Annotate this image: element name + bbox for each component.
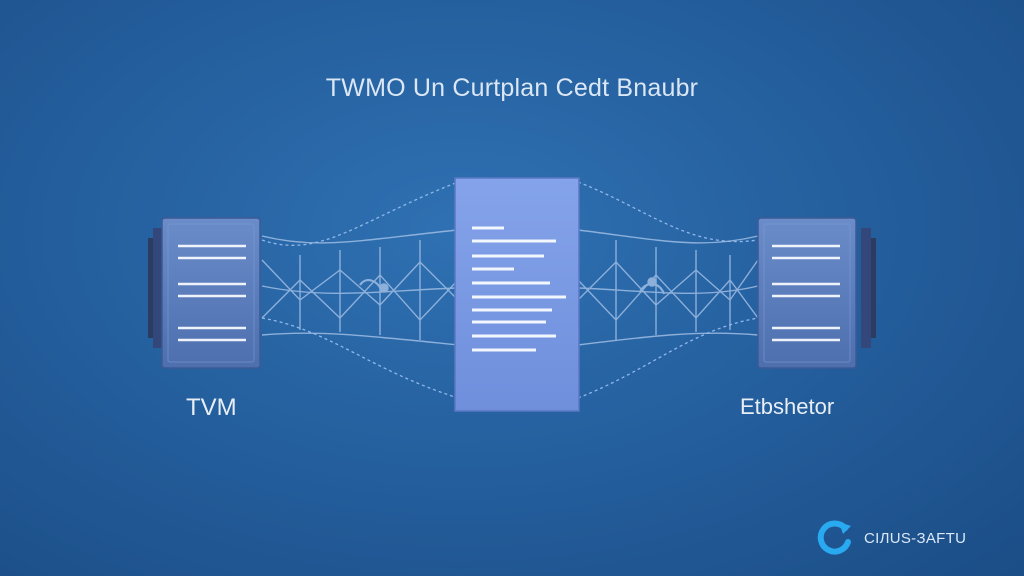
dashed-line-right-bottom <box>577 317 759 399</box>
dashed-line-left-bottom <box>261 317 459 399</box>
dashed-connections <box>261 181 759 399</box>
document-text-lines <box>472 226 566 352</box>
brand-text: CIЛUS-ЗAFTU <box>864 529 967 547</box>
right-node-label: Etbshetor <box>740 394 835 419</box>
dashed-line-right-top <box>577 181 759 243</box>
diagram-title: TWMO Un Curtplan Cedt Bnaubr <box>325 74 699 102</box>
dashed-line-left-top <box>261 181 459 246</box>
left-lattice-bridge <box>261 229 459 346</box>
left-server-panel <box>148 217 261 369</box>
right-server-panel <box>757 217 876 369</box>
right-lattice-bridge <box>577 229 759 346</box>
brand-logo: CIЛUS-ЗAFTU <box>812 518 966 558</box>
left-panel-lines <box>178 244 246 342</box>
refresh-arrow-icon <box>817 520 851 555</box>
center-document <box>454 177 580 412</box>
left-node-label: TVM <box>186 394 237 421</box>
right-panel-lines <box>772 244 840 342</box>
